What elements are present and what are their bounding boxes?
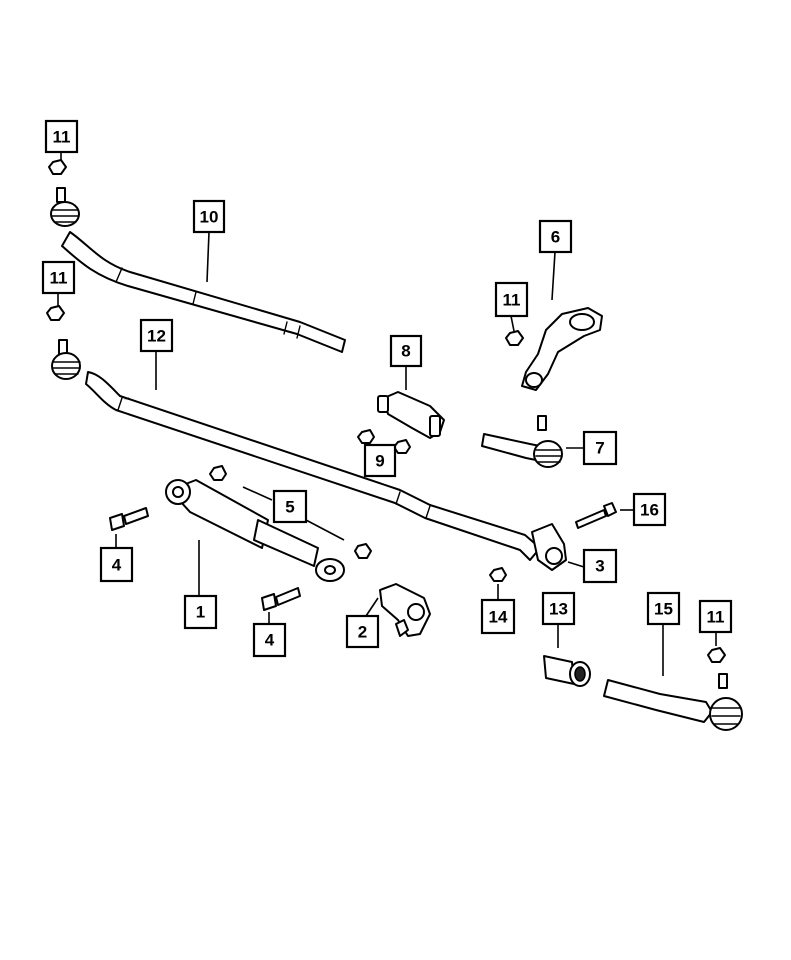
part-10-ball-joint bbox=[50, 187, 80, 227]
callout-15: 15 bbox=[646, 591, 681, 626]
part-11-nut-d bbox=[707, 647, 726, 663]
svg-text:12: 12 bbox=[147, 327, 166, 346]
callout-4-a: 4 bbox=[99, 546, 134, 583]
svg-text:16: 16 bbox=[640, 501, 659, 520]
part-14-nut bbox=[489, 567, 507, 582]
callout-2: 2 bbox=[345, 614, 380, 649]
callout-14: 14 bbox=[480, 598, 516, 635]
callout-3: 3 bbox=[582, 548, 618, 584]
part-8-sleeve-clamp bbox=[377, 391, 445, 439]
svg-text:7: 7 bbox=[595, 439, 604, 458]
svg-text:11: 11 bbox=[707, 608, 725, 627]
part-1-damper bbox=[165, 479, 345, 582]
svg-text:6: 6 bbox=[551, 228, 560, 247]
part-16-bolt bbox=[575, 502, 617, 529]
svg-text:10: 10 bbox=[200, 208, 219, 227]
callout-16: 16 bbox=[632, 492, 667, 527]
part-11-nut-a bbox=[48, 159, 67, 175]
part-11-nut-c bbox=[505, 330, 524, 346]
callout-6: 6 bbox=[538, 219, 573, 254]
part-12-tie-rod: ’’’ bbox=[85, 371, 541, 561]
callout-11-c: 11 bbox=[494, 281, 529, 318]
callout-13: 13 bbox=[541, 591, 576, 626]
part-4-bolt-b bbox=[261, 587, 301, 611]
callout-4-b: 4 bbox=[252, 622, 287, 658]
part-11-nut-b bbox=[46, 305, 65, 321]
svg-text:11: 11 bbox=[50, 269, 68, 288]
part-7-tie-rod-end bbox=[481, 415, 563, 468]
svg-text:14: 14 bbox=[489, 608, 508, 627]
callout-9: 9 bbox=[363, 443, 397, 478]
callout-11-d: 11 bbox=[698, 599, 733, 634]
svg-text:8: 8 bbox=[401, 342, 410, 361]
svg-text:’’’: ’’’ bbox=[124, 396, 130, 406]
part-3-adjuster-end bbox=[531, 523, 567, 571]
part-13-sleeve bbox=[543, 655, 591, 687]
callout-7: 7 bbox=[582, 430, 618, 466]
svg-text:13: 13 bbox=[549, 600, 568, 619]
svg-text:5: 5 bbox=[285, 498, 294, 517]
svg-text:11: 11 bbox=[53, 128, 71, 147]
svg-text:4: 4 bbox=[265, 631, 275, 650]
part-6-pitman-arm bbox=[521, 307, 603, 391]
part-5-nuts bbox=[209, 465, 372, 559]
leader-lines bbox=[57, 152, 717, 676]
callout-1: 1 bbox=[183, 594, 218, 630]
svg-text:9: 9 bbox=[375, 452, 384, 471]
part-2-clamp bbox=[379, 583, 431, 637]
svg-text:15: 15 bbox=[654, 600, 673, 619]
svg-text:1: 1 bbox=[196, 603, 205, 622]
part-10-tie-rod bbox=[61, 231, 346, 353]
part-15-tie-rod-end bbox=[603, 673, 743, 731]
callout-12: 12 bbox=[139, 318, 174, 353]
part-12-ball-joint bbox=[51, 339, 81, 380]
callout-11-b: 11 bbox=[41, 260, 76, 295]
part-4-bolt-a bbox=[109, 507, 149, 531]
svg-text:2: 2 bbox=[358, 623, 367, 642]
svg-text:11: 11 bbox=[503, 291, 521, 310]
callout-8: 8 bbox=[389, 334, 423, 368]
callout-11-a: 11 bbox=[44, 119, 79, 154]
svg-text:3: 3 bbox=[595, 557, 604, 576]
callout-10: 10 bbox=[192, 199, 226, 234]
svg-text:4: 4 bbox=[112, 556, 122, 575]
callout-5: 5 bbox=[272, 489, 308, 524]
